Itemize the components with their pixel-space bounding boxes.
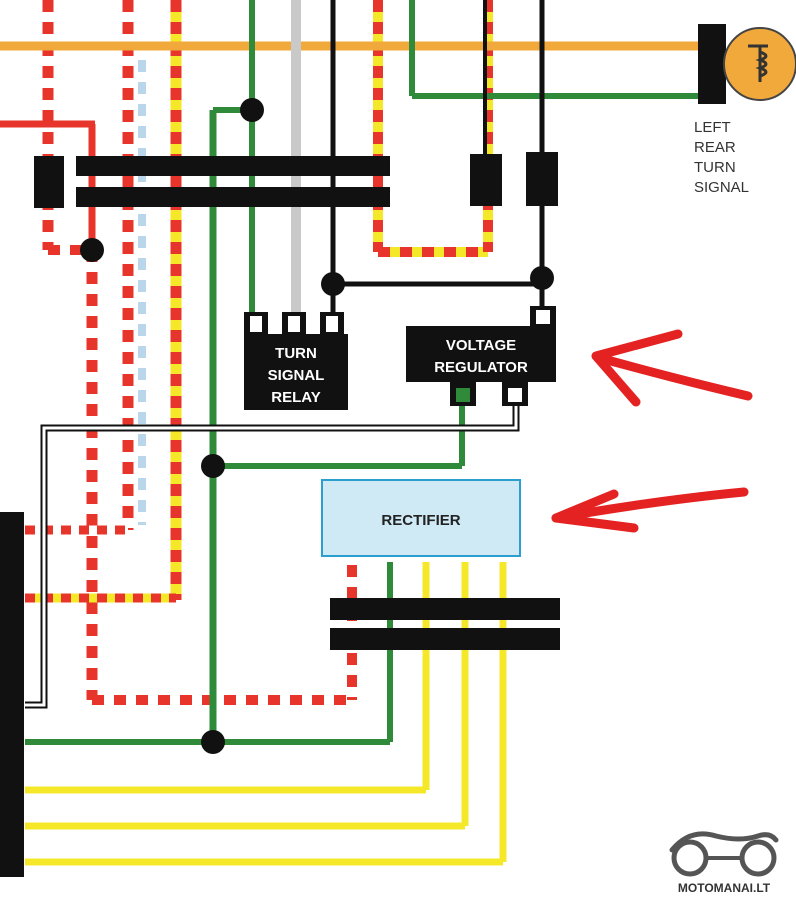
junction-dot [530,266,554,290]
turn-signal-label-line-2: REAR [694,139,736,156]
annotation-arrow-rectifier [551,487,749,533]
rectifier: RECTIFIER [321,479,521,557]
junction-dot [201,730,225,754]
junction-dot [80,238,104,262]
annotation-arrow-regulator [591,329,753,407]
junction-dot [201,454,225,478]
relay-label-line-2: SIGNAL [268,367,325,384]
watermark: MOTOMANAI.LT [669,831,779,895]
junction-dots [80,98,554,754]
watermark-text: MOTOMANAI.LT [678,881,771,895]
junction-dot [321,272,345,296]
bulb-filament-icon [748,44,768,82]
junction-dot [240,98,264,122]
wire-black-white [25,404,520,709]
motorcycle-logo-icon [669,831,779,877]
relay-label-line-1: TURN [275,345,317,362]
connector-bottom [330,598,560,650]
turn-signal-relay: TURN SIGNAL RELAY [244,312,348,410]
regulator-label-line-1: VOLTAGE [446,337,516,354]
turn-signal-label-line-3: TURN [694,159,736,176]
regulator-label-line-2: REGULATOR [434,359,528,376]
rectifier-label: RECTIFIER [381,512,460,529]
connector-left [34,152,558,208]
left-rear-turn-signal: LEFT REAR TURN SIGNAL [694,24,796,196]
voltage-regulator: VOLTAGE REGULATOR [406,306,556,406]
frame-bar-left [0,512,24,877]
relay-label-line-3: RELAY [271,389,320,406]
turn-signal-label-line-1: LEFT [694,119,731,136]
turn-signal-label-line-4: SIGNAL [694,179,749,196]
